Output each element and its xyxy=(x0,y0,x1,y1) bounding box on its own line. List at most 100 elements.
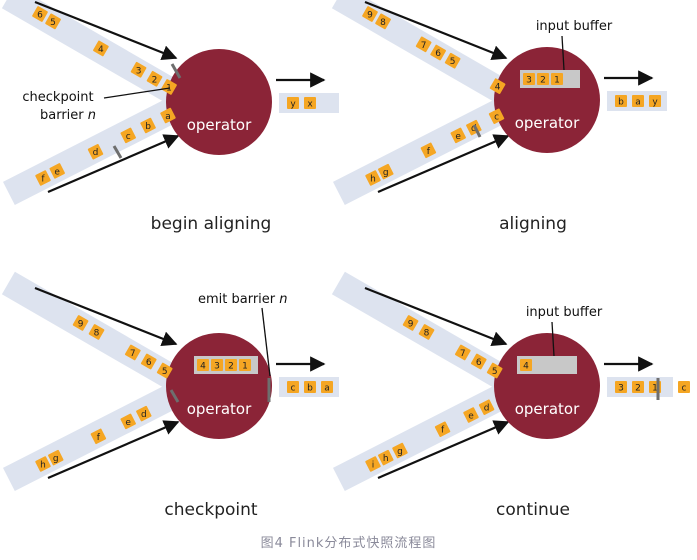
stream-record xyxy=(378,163,394,180)
stream-record-label: 1 xyxy=(242,362,248,372)
stream-record-label: d xyxy=(93,148,99,158)
stream-record xyxy=(520,359,532,371)
stream-record-label: f xyxy=(41,175,45,185)
upper-input-arrow xyxy=(364,286,508,347)
stream-record xyxy=(35,456,51,472)
stream-record-label: 7 xyxy=(130,349,136,359)
stream-record xyxy=(136,405,152,422)
stream-record-label: 3 xyxy=(214,362,220,372)
operator-node xyxy=(494,47,600,153)
upper-input-arrow xyxy=(34,286,178,347)
stream-record xyxy=(35,170,51,186)
stream-record-label: f xyxy=(441,426,445,436)
stream-record xyxy=(321,381,333,393)
operator-node xyxy=(494,333,600,439)
label-pointer xyxy=(261,307,271,377)
barrier-label: barrier n xyxy=(40,108,96,123)
stream-record-label: h xyxy=(383,454,389,464)
stream-record xyxy=(375,13,391,30)
stream-record xyxy=(49,163,65,179)
barrier-marker xyxy=(472,124,482,138)
stream-record-label: 2 xyxy=(228,362,234,372)
stream-record xyxy=(140,353,157,370)
stream-record xyxy=(489,78,506,94)
stream-record xyxy=(72,315,89,331)
stream-record xyxy=(418,324,435,340)
stream-record-label: 2 xyxy=(540,76,546,86)
stream-record xyxy=(32,6,48,22)
stream-record-label: x xyxy=(307,100,313,110)
stream-record xyxy=(488,108,505,124)
stream-record xyxy=(87,144,104,160)
stream-record-label: 3 xyxy=(526,76,532,86)
stream-record xyxy=(463,407,479,423)
stream-record-label: h xyxy=(40,461,46,471)
barrier-n-label: n xyxy=(279,292,287,307)
stream-record xyxy=(140,117,156,134)
stream-record-label: 5 xyxy=(162,367,168,377)
stream-record-label: e xyxy=(54,167,60,177)
stream-record-label: i xyxy=(372,461,375,471)
stream-record-label: g xyxy=(383,168,389,178)
stream-record xyxy=(632,381,644,393)
stream-record xyxy=(93,40,109,57)
stream-record-label: e xyxy=(125,418,131,428)
stream-record-label: g xyxy=(53,454,59,464)
stream-record xyxy=(365,170,381,186)
stream-record-label: 1 xyxy=(554,76,560,86)
stream-record xyxy=(146,70,163,87)
stream-record-label: 5 xyxy=(50,18,56,28)
stream-record xyxy=(124,344,141,361)
stream-record xyxy=(454,344,471,361)
stream-record-label: a xyxy=(324,384,330,394)
stream-record xyxy=(537,73,549,85)
stream-record xyxy=(486,362,503,379)
stream-record-label: d xyxy=(471,124,477,134)
stream-record-label: y xyxy=(290,100,296,110)
stream-record xyxy=(420,142,437,159)
stream-record xyxy=(415,36,432,53)
stream-record-label: 6 xyxy=(476,358,482,368)
operator-label: operator xyxy=(187,400,252,418)
stream-record xyxy=(304,381,316,393)
stream-record xyxy=(551,73,563,85)
label-pointer xyxy=(561,35,565,71)
stream-record xyxy=(649,95,661,107)
emit-barrier-label: emit barrier n xyxy=(198,292,288,307)
panel-title: begin aligning xyxy=(151,214,272,234)
stream-record-label: 2 xyxy=(152,75,158,85)
stream-record-label: f xyxy=(97,433,101,443)
stream-record xyxy=(362,6,378,22)
barrier-marker xyxy=(169,389,180,403)
stream-record xyxy=(470,353,487,370)
stream-record xyxy=(211,359,223,371)
stream-record-label: c xyxy=(682,384,687,394)
stream-record xyxy=(444,52,461,69)
stream-record xyxy=(632,95,644,107)
stream-record-label: e xyxy=(468,412,474,422)
panel-title: checkpoint xyxy=(164,500,257,520)
stream-record-label: f xyxy=(427,147,431,157)
stream-record-label: 2 xyxy=(635,384,641,394)
stream-record-label: c xyxy=(126,132,131,142)
upper-input-arrow xyxy=(34,0,178,61)
stream-record-label: 1 xyxy=(652,384,658,394)
stream-record-label: a xyxy=(635,98,641,108)
stream-record xyxy=(430,44,446,61)
label-pointer xyxy=(103,87,171,99)
stream-record-label: y xyxy=(652,98,658,108)
stream-record-label: d xyxy=(484,404,490,414)
stream-record xyxy=(45,13,61,30)
stream-record-label: 6 xyxy=(435,49,441,59)
stream-record xyxy=(160,107,176,124)
lower-input-arrow xyxy=(377,134,510,194)
operator-label: operator xyxy=(515,400,580,418)
stream-record xyxy=(225,359,237,371)
stream-record xyxy=(120,127,136,144)
stream-record-label: 5 xyxy=(450,57,456,67)
stream-record xyxy=(615,381,627,393)
stream-record xyxy=(239,359,251,371)
stream-record-label: c xyxy=(494,113,499,123)
barrier-marker xyxy=(112,145,123,159)
